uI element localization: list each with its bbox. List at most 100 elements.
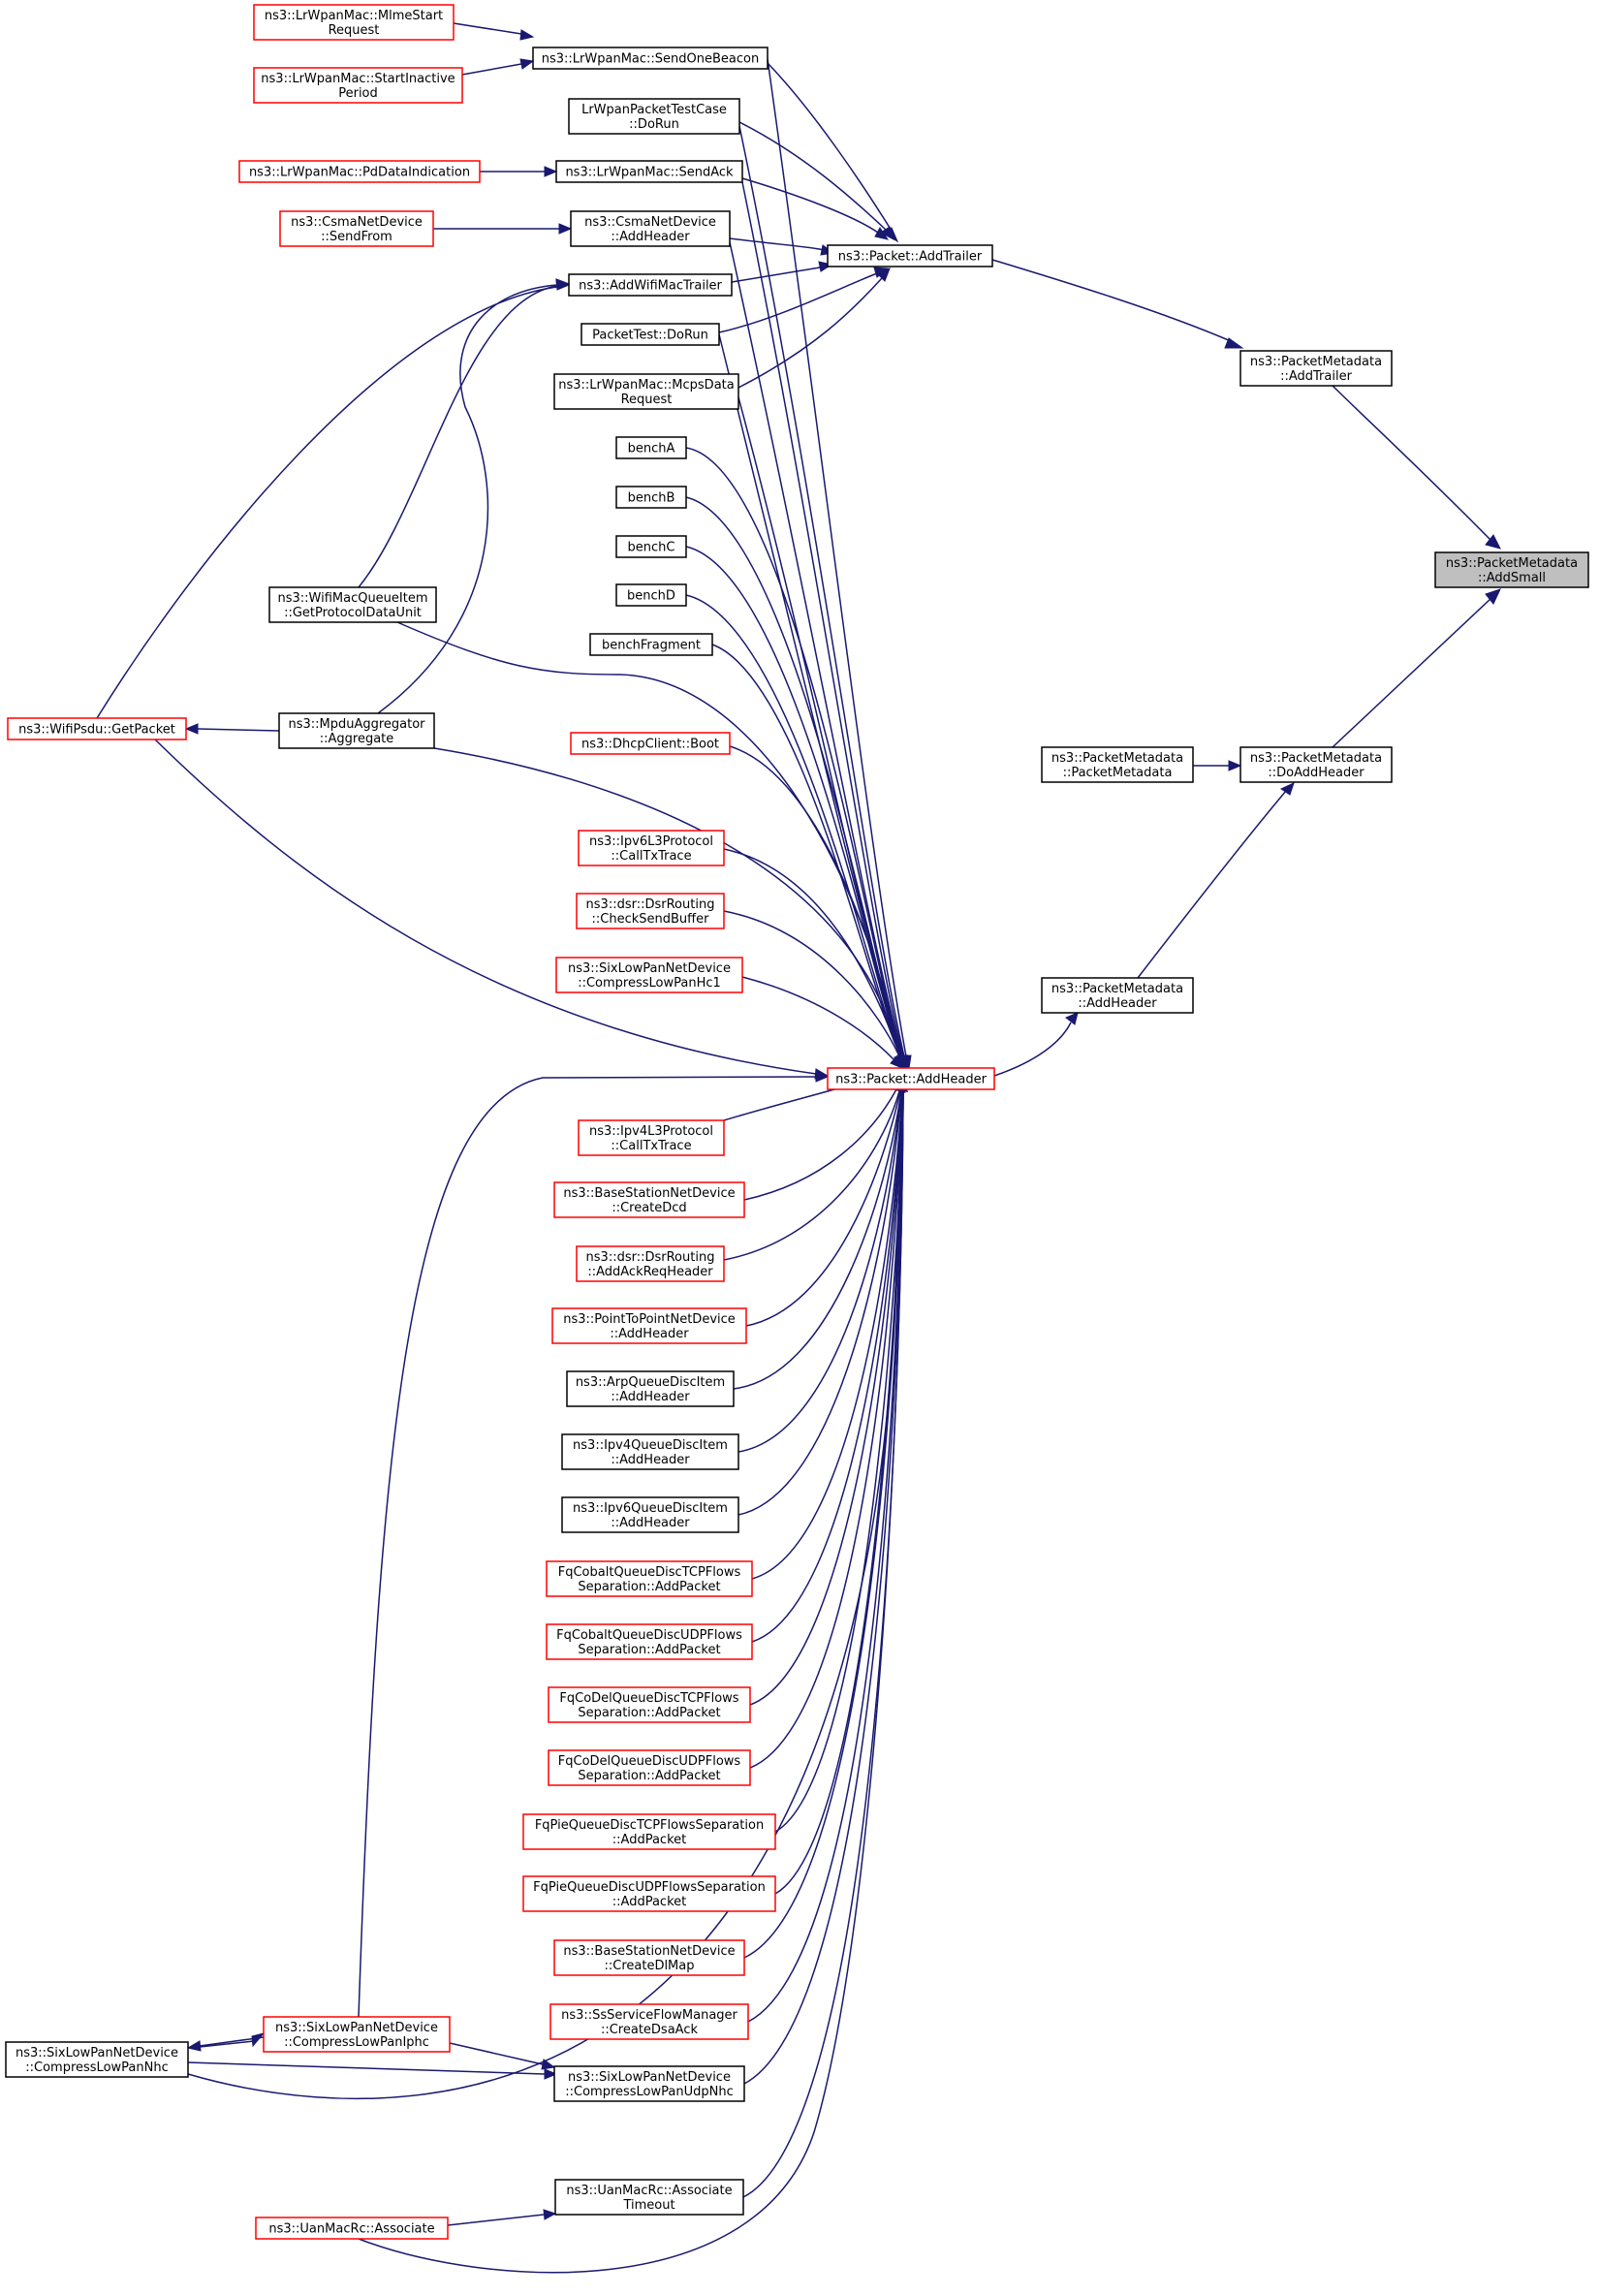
node-pm-addtrailer[interactable]: ns3::PacketMetadata::AddTrailer	[1239, 350, 1393, 387]
node-benchc[interactable]: benchC	[615, 535, 687, 558]
node-pm-doaddheader[interactable]: ns3::PacketMetadata::DoAddHeader	[1239, 746, 1393, 783]
node-label: FqCoDelQueueDiscTCPFlows	[559, 1691, 738, 1706]
call-edge	[1137, 790, 1287, 979]
node-arpqdi[interactable]: ns3::ArpQueueDiscItem::AddHeader	[566, 1370, 735, 1407]
node-benchd[interactable]: benchD	[615, 583, 687, 607]
call-edge	[745, 1090, 901, 1327]
call-edges	[96, 22, 1492, 2274]
node-box	[578, 830, 725, 866]
node-label: ns3::LrWpanMac::MlmeStart	[265, 9, 443, 23]
node-fqcodeltcp[interactable]: FqCoDelQueueDiscTCPFlowsSeparation::AddP…	[548, 1686, 751, 1723]
node-pkt-addheader[interactable]: ns3::Packet::AddHeader	[827, 1067, 995, 1090]
node-wifimacqueueitem[interactable]: ns3::WifiMacQueueItem::GetProtocolDataUn…	[268, 586, 437, 623]
node-sendonebeacon[interactable]: ns3::LrWpanMac::SendOneBeacon	[532, 47, 769, 70]
node-addsmall[interactable]: ns3::PacketMetadata::AddSmall	[1434, 551, 1589, 588]
node-fqcobalttcp[interactable]: FqCobaltQueueDiscTCPFlowsSeparation::Add…	[546, 1560, 753, 1597]
call-edge	[742, 1090, 904, 2198]
node-label: ::AddPacket	[612, 1895, 686, 1909]
node-label: ::AddHeader	[611, 1453, 690, 1467]
node-pm-addheader[interactable]: ns3::PacketMetadata::AddHeader	[1041, 977, 1194, 1014]
node-label: FqCobaltQueueDiscUDPFlows	[556, 1628, 742, 1643]
edge-arrowhead	[558, 223, 573, 235]
node-addwifimactrailer[interactable]: ns3::AddWifiMacTrailer	[568, 273, 733, 297]
node-mpduaggregator[interactable]: ns3::MpduAggregator::Aggregate	[278, 712, 435, 749]
node-dsrackreq[interactable]: ns3::dsr::DsrRouting::AddAckReqHeader	[576, 1245, 725, 1282]
node-label: ::CreateDsaAck	[601, 2023, 699, 2037]
call-edge	[461, 63, 522, 76]
node-label: ns3::Packet::AddHeader	[835, 1073, 987, 1087]
call-edge	[774, 1090, 904, 1895]
node-box	[578, 1119, 725, 1156]
edge-arrowhead	[890, 1054, 903, 1069]
call-edge	[685, 496, 902, 1057]
node-label: ns3::CsmaNetDevice	[291, 215, 423, 230]
node-ipv4calltx[interactable]: ns3::Ipv4L3Protocol::CallTxTrace	[578, 1119, 725, 1156]
node-wifipsdu[interactable]: ns3::WifiPsdu::GetPacket	[7, 717, 187, 740]
node-label: ns3::MpduAggregator	[288, 717, 425, 732]
node-ipv6calltx[interactable]: ns3::Ipv6L3Protocol::CallTxTrace	[578, 830, 725, 866]
edge-arrowhead	[544, 2068, 558, 2080]
node-fqcodeludp[interactable]: FqCoDelQueueDiscUDPFlowsSeparation::AddP…	[548, 1749, 751, 1786]
node-fqpietcp[interactable]: FqPieQueueDiscTCPFlowsSeparation::AddPac…	[522, 1813, 776, 1850]
node-sixnhc[interactable]: ns3::SixLowPanNetDevice::CompressLowPanN…	[5, 2041, 189, 2078]
edge-arrowhead	[251, 2032, 266, 2048]
node-ipv4qdi[interactable]: ns3::Ipv4QueueDiscItem::AddHeader	[561, 1433, 739, 1470]
node-bencha[interactable]: benchA	[615, 436, 687, 459]
node-box	[278, 712, 435, 749]
edge-arrowhead	[880, 226, 894, 241]
call-edge	[993, 1022, 1072, 1077]
node-box	[263, 2016, 451, 2053]
call-edge	[737, 277, 883, 389]
node-label: ns3::dsr::DsrRouting	[586, 1250, 715, 1265]
node-sixhc1[interactable]: ns3::SixLowPanNetDevice::CompressLowPanH…	[555, 957, 743, 993]
node-label: ns3::BaseStationNetDevice	[563, 1186, 735, 1201]
node-lrwpantest[interactable]: LrWpanPacketTestCase::DoRun	[568, 98, 740, 135]
edge-arrowhead	[1485, 534, 1501, 550]
node-sendack[interactable]: ns3::LrWpanMac::SendAck	[555, 160, 743, 183]
node-label: ns3::PacketMetadata	[1051, 751, 1183, 766]
node-box	[566, 1370, 735, 1407]
edge-arrowhead	[1065, 1012, 1079, 1025]
node-benchfragment[interactable]: benchFragment	[589, 633, 713, 656]
node-ipv6qdi[interactable]: ns3::Ipv6QueueDiscItem::AddHeader	[561, 1496, 739, 1533]
node-box	[827, 244, 993, 267]
node-p2paddheader[interactable]: ns3::PointToPointNetDevice::AddHeader	[551, 1307, 747, 1344]
node-dsrcheck[interactable]: ns3::dsr::DsrRouting::CheckSendBuffer	[576, 893, 725, 929]
node-label: ::CompressLowPanIphc	[284, 2035, 429, 2050]
node-bscreatedcd[interactable]: ns3::BaseStationNetDevice::CreateDcd	[553, 1181, 745, 1218]
call-edge	[743, 1088, 897, 1201]
call-edge	[767, 58, 907, 1057]
node-box	[615, 486, 687, 509]
node-csma-sendfrom[interactable]: ns3::CsmaNetDevice::SendFrom	[279, 210, 434, 247]
node-pkt-addtrailer[interactable]: ns3::Packet::AddTrailer	[827, 244, 993, 267]
node-bscreatedlmap[interactable]: ns3::BaseStationNetDevice::CreateDlMap	[553, 1939, 745, 1976]
edge-arrowhead	[543, 2209, 557, 2220]
call-edge	[449, 2042, 544, 2065]
node-box	[551, 1307, 747, 1344]
node-box	[555, 957, 743, 993]
node-csma-addheader[interactable]: ns3::CsmaNetDevice::AddHeader	[570, 210, 731, 247]
node-label: ::DoAddHeader	[1268, 766, 1365, 780]
node-fqpieudp[interactable]: FqPieQueueDiscUDPFlowsSeparation::AddPac…	[522, 1875, 776, 1912]
node-sixiphc[interactable]: ns3::SixLowPanNetDevice::CompressLowPanI…	[263, 2016, 451, 2053]
node-sixudpnhc[interactable]: ns3::SixLowPanNetDevice::CompressLowPanU…	[553, 2065, 745, 2102]
node-benchb[interactable]: benchB	[615, 486, 687, 509]
node-uanassociate[interactable]: ns3::UanMacRc::Associate	[255, 2217, 449, 2240]
edge-arrowhead	[555, 278, 571, 290]
node-label: ns3::SsServiceFlowManager	[561, 2008, 737, 2023]
node-dhcpboot[interactable]: ns3::DhcpClient::Boot	[570, 732, 731, 755]
call-edge	[737, 1090, 902, 1516]
edge-arrowhead	[184, 723, 199, 735]
node-pm-ctor[interactable]: ns3::PacketMetadata::PacketMetadata	[1041, 746, 1194, 783]
node-fqcobaltudp[interactable]: FqCobaltQueueDiscUDPFlowsSeparation::Add…	[546, 1623, 753, 1660]
node-pddata[interactable]: ns3::LrWpanMac::PdDataIndication	[238, 160, 481, 183]
node-sscreatedsaack[interactable]: ns3::SsServiceFlowManager::CreateDsaAck	[549, 2003, 749, 2040]
node-label: ns3::Ipv4L3Protocol	[589, 1124, 713, 1139]
node-box	[553, 1939, 745, 1976]
node-packettest[interactable]: PacketTest::DoRun	[580, 323, 720, 346]
